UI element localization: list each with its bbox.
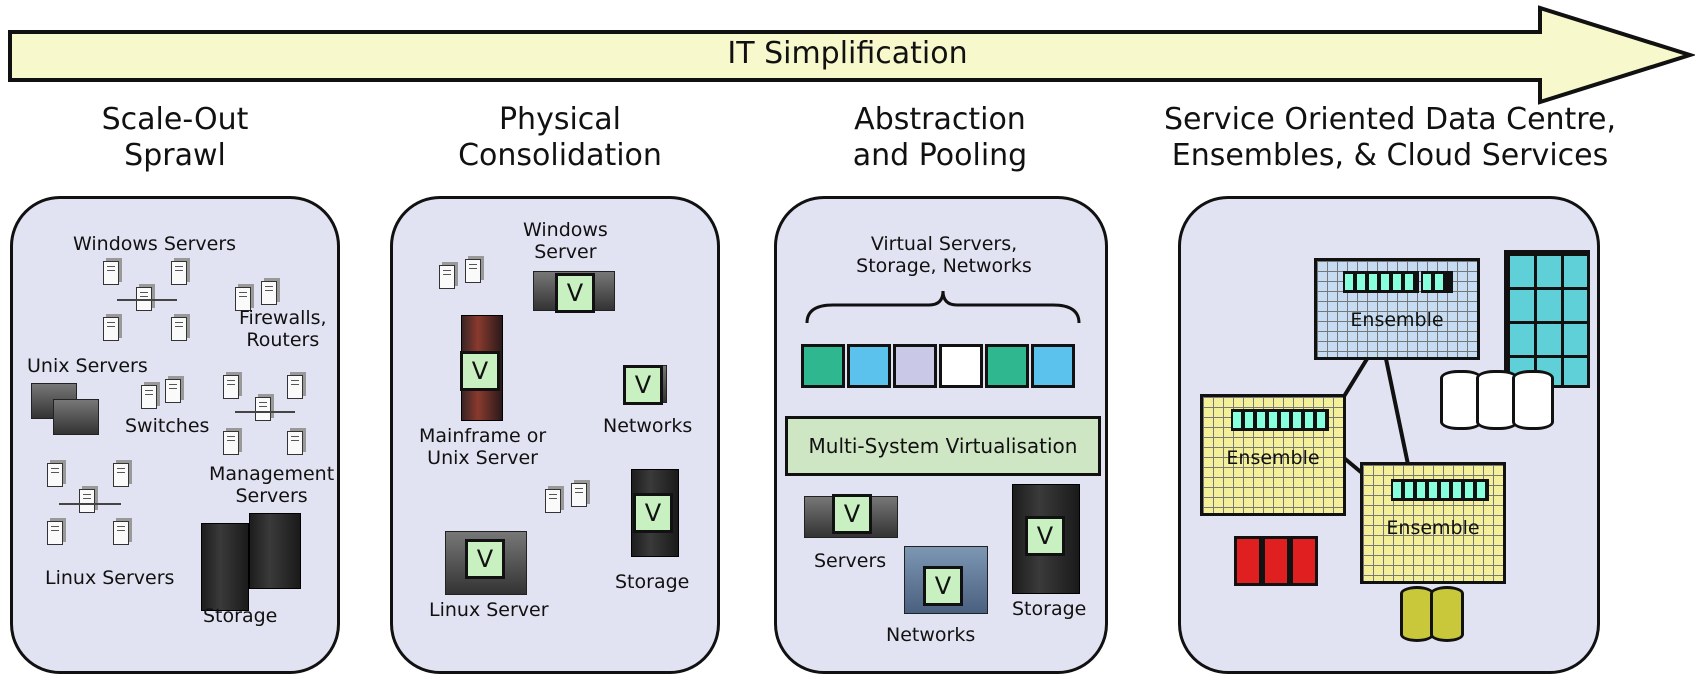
ensemble-left: Ensemble [1200, 394, 1346, 516]
server-icon [287, 431, 303, 455]
arrow-label: IT Simplification [727, 36, 968, 71]
heading-physical: Physical Consolidation [458, 102, 662, 173]
pool-resource-square [1031, 344, 1075, 388]
storage-cylinder [1512, 370, 1554, 430]
label-storage: Storage [203, 605, 278, 627]
virtualisation-v-icon: V [460, 351, 500, 391]
label-networks: Networks [886, 624, 976, 646]
olive-storage-cylinder [1400, 586, 1434, 642]
server-icon [465, 259, 481, 283]
pool-resource-square [985, 344, 1029, 388]
olive-storage-cylinder [1430, 586, 1464, 642]
network-line [59, 503, 121, 505]
heading-scale-out: Scale-Out Sprawl [101, 102, 249, 173]
network-line [235, 411, 295, 413]
label-linux-servers: Linux Servers [45, 567, 175, 589]
virtualisation-v-icon: V [832, 494, 872, 534]
heading-abstraction: Abstraction and Pooling [852, 102, 1028, 173]
server-icon [171, 317, 187, 341]
ensemble-rack-bar [1343, 271, 1419, 293]
multi-system-virtualisation-box: Multi-System Virtualisation [785, 416, 1101, 476]
pool-resource-square [801, 344, 845, 388]
ensemble-rack-bar [1391, 479, 1489, 501]
server-icon [261, 281, 277, 305]
virtualisation-v-icon: V [465, 539, 505, 579]
pool-resource-square [893, 344, 937, 388]
label-virtual-resources: Virtual Servers, Storage, Networks [856, 233, 1032, 277]
virtualisation-v-icon: V [1025, 516, 1065, 556]
label-management-servers: Management Servers [209, 463, 335, 507]
ensemble-top: Ensemble [1314, 258, 1480, 360]
red-appliance [1290, 536, 1318, 586]
server-icon [171, 261, 187, 285]
pool-resource-square [939, 344, 983, 388]
label-servers: Servers [814, 550, 887, 572]
label-firewalls: Firewalls, Routers [239, 307, 327, 351]
storage-rack [201, 523, 249, 611]
ensemble-rack-bar [1231, 409, 1329, 431]
cloud-storage-cube-stack [1504, 250, 1590, 388]
server-icon [439, 265, 455, 289]
it-simplification-arrow [8, 5, 1695, 105]
virtualisation-v-icon: V [623, 365, 663, 405]
server-icon [223, 375, 239, 399]
server-icon [235, 287, 251, 311]
storage-rack [249, 513, 301, 589]
label-storage: Storage [1012, 598, 1087, 620]
server-icon [103, 261, 119, 285]
red-appliance [1262, 536, 1290, 586]
network-line [117, 299, 177, 301]
server-icon [141, 385, 157, 409]
server-icon [47, 463, 63, 487]
label-switches: Switches [125, 415, 210, 437]
virtualisation-v-icon: V [923, 566, 963, 606]
pool-resource-square [847, 344, 891, 388]
label-windows-servers: Windows Servers [73, 233, 237, 255]
ensemble-label: Ensemble [1386, 517, 1480, 539]
ensemble-rack-bar [1421, 271, 1453, 293]
server-icon [47, 521, 63, 545]
label-linux-server: Linux Server [429, 599, 549, 621]
server-icon [113, 521, 129, 545]
panel-physical: Windows Server V V Mainframe or Unix Ser… [390, 196, 720, 674]
panel-scale-out: Windows Servers Firewalls, Routers Unix … [10, 196, 340, 674]
label-networks: Networks [603, 415, 693, 437]
label-windows-server: Windows Server [523, 219, 608, 263]
server-icon [545, 489, 561, 513]
unix-server-unit [53, 399, 99, 435]
ensemble-right: Ensemble [1360, 462, 1506, 584]
label-storage: Storage [615, 571, 690, 593]
ensemble-label: Ensemble [1226, 447, 1320, 469]
red-appliance [1234, 536, 1262, 586]
server-icon [165, 379, 181, 403]
server-icon [255, 397, 271, 421]
virtualisation-v-icon: V [633, 493, 673, 533]
server-icon [103, 317, 119, 341]
ensemble-label: Ensemble [1350, 309, 1444, 331]
heading-service-oriented: Service Oriented Data Centre, Ensembles,… [1164, 102, 1616, 173]
label-mainframe: Mainframe or Unix Server [419, 425, 547, 469]
server-icon [113, 463, 129, 487]
server-icon [571, 483, 587, 507]
virtualisation-v-icon: V [555, 273, 595, 313]
server-icon [287, 375, 303, 399]
server-icon [79, 489, 95, 513]
brace [805, 290, 1081, 324]
server-icon [223, 431, 239, 455]
label-unix-servers: Unix Servers [27, 355, 148, 377]
